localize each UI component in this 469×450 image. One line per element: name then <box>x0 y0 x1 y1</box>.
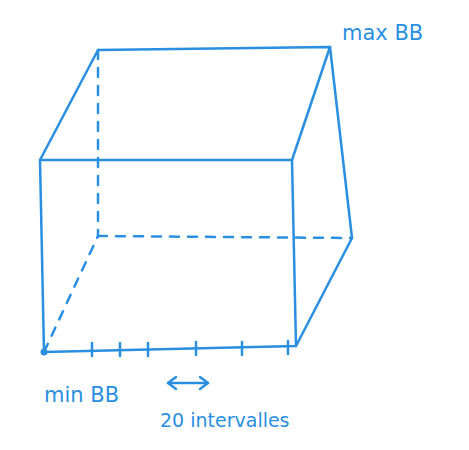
corner-label: min BB <box>44 384 119 407</box>
hidden-edges <box>44 50 352 352</box>
bottom-right-edge <box>296 238 352 346</box>
back-top-edges <box>40 47 352 238</box>
min-corner-dot <box>41 349 48 356</box>
corner-label: max BB <box>342 22 423 45</box>
interval-note: 20 intervalles <box>160 410 290 431</box>
front-face <box>40 160 296 352</box>
interval-arrow <box>168 377 208 389</box>
interval-ticks <box>92 341 288 356</box>
top-right-edge <box>292 47 330 160</box>
